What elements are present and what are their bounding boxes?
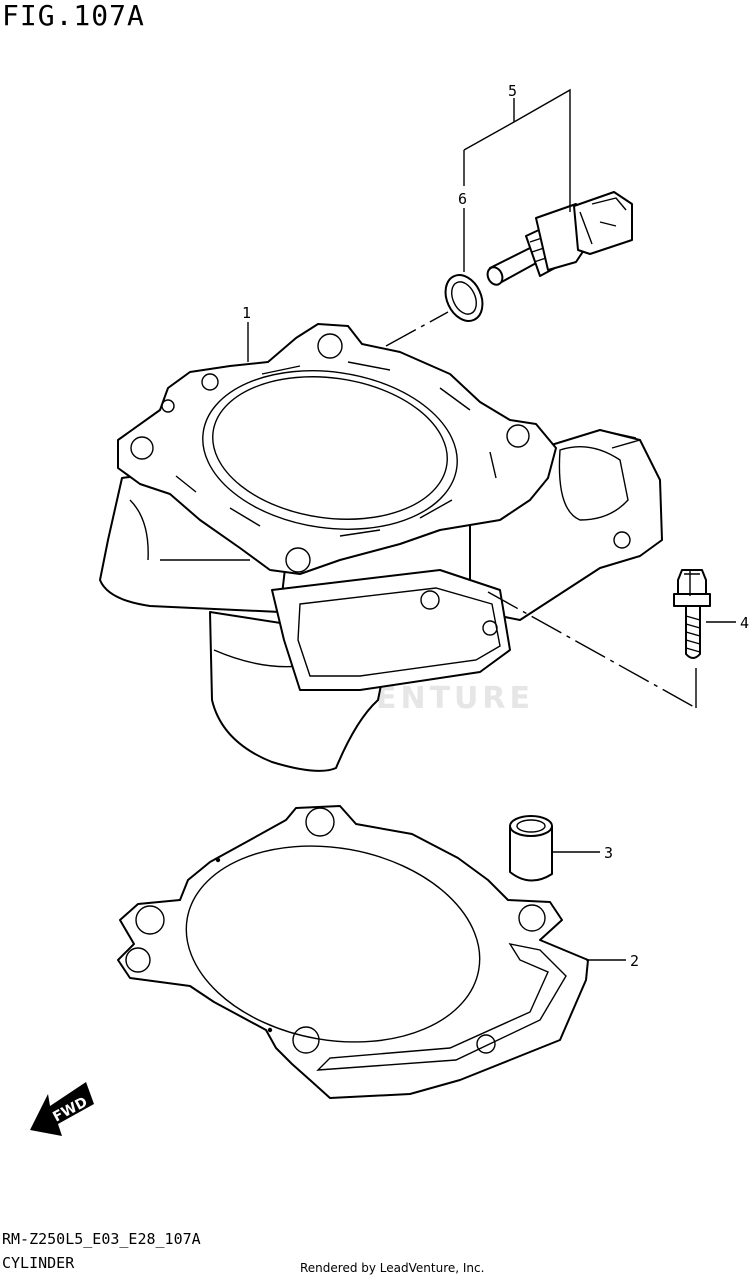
section-name: CYLINDER (2, 1254, 75, 1272)
model-code: RM-Z250L5_E03_E28_107A (2, 1230, 201, 1248)
callout-5: 5 (508, 82, 517, 100)
temperature-sensor-part[interactable] (485, 191, 633, 287)
figure-title: FIG.107A (2, 0, 145, 32)
render-credit: Rendered by LeadVenture, Inc. (300, 1261, 485, 1275)
leader-lines (247, 88, 736, 961)
callout-2: 2 (630, 952, 639, 970)
callout-1: 1 (242, 304, 251, 322)
o-ring-part[interactable] (438, 269, 489, 327)
cylinder-base-gasket-part[interactable] (117, 805, 589, 1099)
dowel-pin-part[interactable] (509, 815, 553, 882)
callout-3: 3 (604, 844, 613, 862)
callout-4: 4 (740, 614, 749, 632)
cylinder-part[interactable] (99, 323, 663, 772)
bolt-part[interactable] (673, 569, 711, 659)
callout-6: 6 (458, 190, 467, 208)
fwd-arrow-icon: FWD (30, 1082, 94, 1136)
